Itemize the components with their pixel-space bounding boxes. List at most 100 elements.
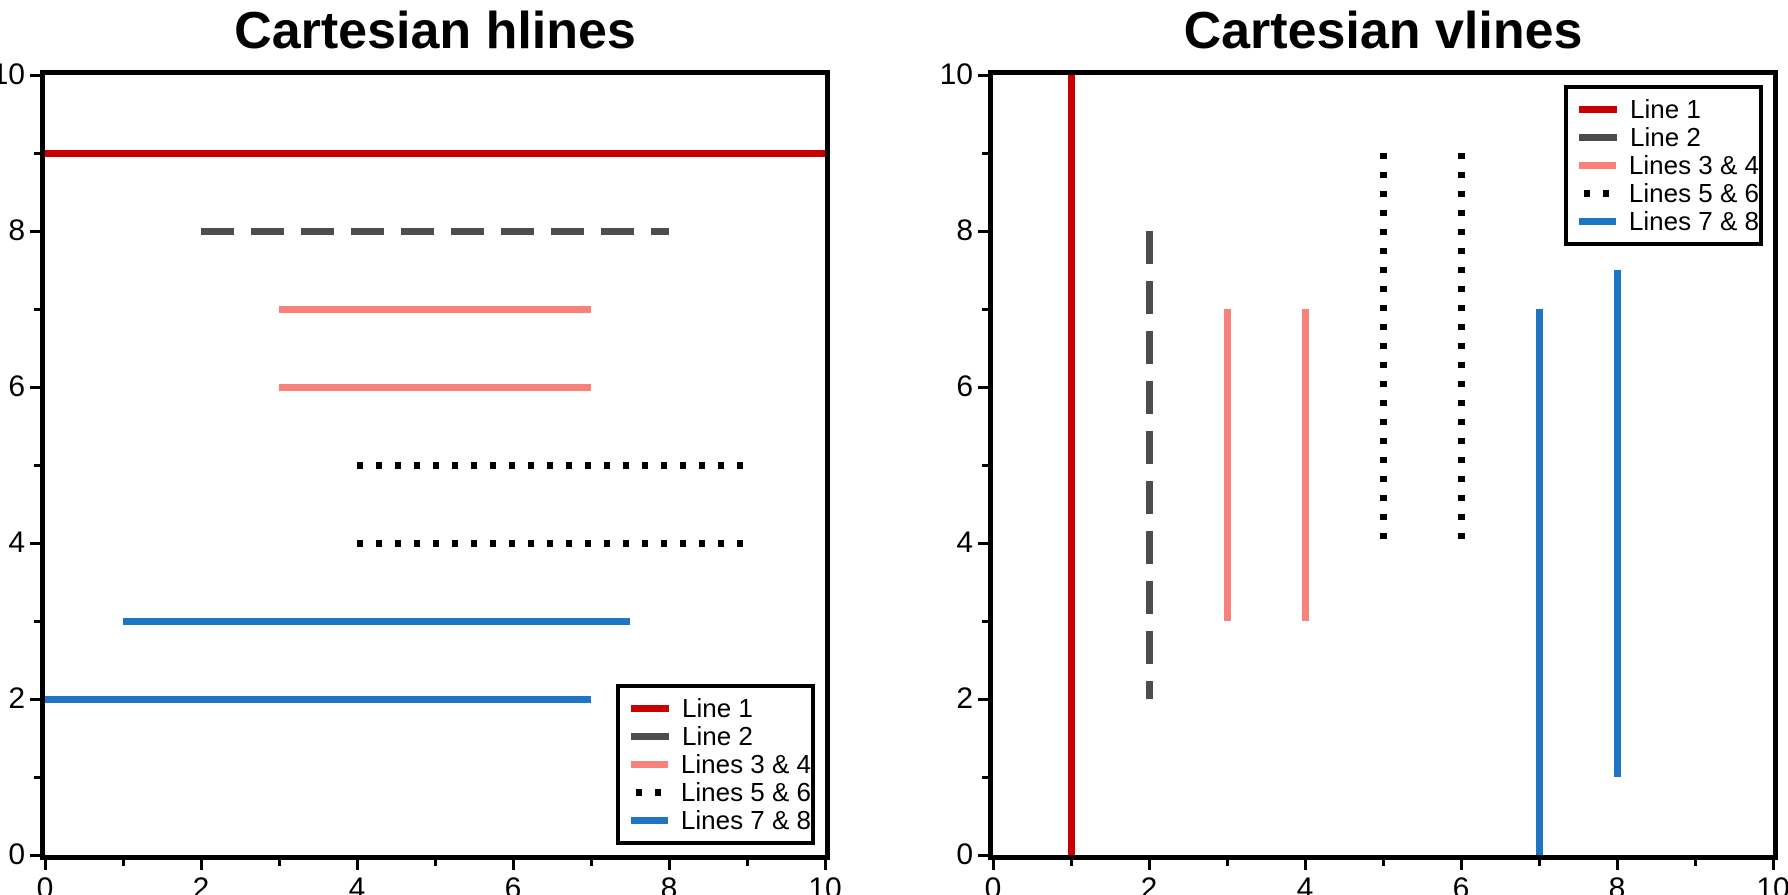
y-major-tick <box>978 385 988 389</box>
hline-segment-solid <box>279 383 591 391</box>
x-tick-label: 10 <box>808 872 842 895</box>
y-tick-label: 4 <box>956 526 973 559</box>
legend-swatch-solid <box>1579 162 1616 169</box>
legend-entry: Line 2 <box>620 723 811 750</box>
legend-entry: Lines 5 & 6 <box>1568 180 1759 207</box>
hline-segment-solid <box>45 695 591 703</box>
x-major-tick <box>1303 860 1307 870</box>
legend-entry-label: Lines 3 & 4 <box>680 749 811 779</box>
legend-entry-label: Line 2 <box>1630 122 1701 152</box>
hline-segment-dashed <box>201 227 669 235</box>
x-minor-tick <box>433 860 437 866</box>
hline-segment-solid <box>279 305 591 313</box>
vline-segment-solid <box>1223 309 1231 621</box>
x-tick-label: 6 <box>1452 872 1470 895</box>
x-minor-tick <box>589 860 593 866</box>
x-minor-tick <box>1069 860 1073 866</box>
legend-swatch-solid <box>1579 218 1616 225</box>
y-major-tick <box>30 385 40 389</box>
y-minor-tick <box>34 307 40 311</box>
legend-entry-label: Line 1 <box>1630 94 1701 124</box>
y-minor-tick <box>34 619 40 623</box>
vline-segment-dashed <box>1145 231 1153 699</box>
legend-swatch-solid <box>1579 106 1617 113</box>
y-tick-label: 2 <box>956 682 973 715</box>
legend-entry: Line 1 <box>620 695 811 722</box>
x-major-tick <box>1771 860 1775 870</box>
vline-segment-dotted <box>1457 153 1465 543</box>
x-tick-label: 2 <box>1140 872 1158 895</box>
x-minor-tick <box>277 860 281 866</box>
legend-swatch-solid <box>631 705 669 712</box>
legend-swatch-solid <box>631 761 668 768</box>
y-major-tick <box>30 229 40 233</box>
hline-segment-solid <box>123 617 630 625</box>
vline-segment-solid <box>1067 75 1075 855</box>
legend-entry-label: Lines 7 & 8 <box>680 805 811 835</box>
x-tick-label: 4 <box>1296 872 1314 895</box>
y-tick-label: 6 <box>8 370 25 403</box>
y-major-tick <box>30 697 40 701</box>
hline-segment-solid <box>45 149 825 157</box>
legend-entry: Line 2 <box>1568 124 1759 151</box>
legend-swatch-solid <box>631 817 668 824</box>
x-major-tick <box>355 860 359 870</box>
legend-entry: Lines 5 & 6 <box>620 779 811 806</box>
legend-entry-label: Line 2 <box>682 721 753 751</box>
legend-entry: Lines 3 & 4 <box>620 751 811 778</box>
legend-entry: Lines 7 & 8 <box>620 807 811 834</box>
x-major-tick <box>1459 860 1463 870</box>
x-tick-label: 2 <box>192 872 210 895</box>
legend-entry: Line 1 <box>1568 96 1759 123</box>
y-major-tick <box>30 541 40 545</box>
x-minor-tick <box>121 860 125 866</box>
y-minor-tick <box>982 775 988 779</box>
legend-entry-label: Lines 7 & 8 <box>1628 206 1759 236</box>
legend-swatch-dashed <box>1579 134 1617 141</box>
y-tick-label: 10 <box>939 58 973 91</box>
hline-segment-dotted <box>357 539 747 547</box>
y-tick-label: 0 <box>956 838 973 871</box>
x-tick-label: 8 <box>660 872 678 895</box>
y-tick-label: 10 <box>0 58 25 91</box>
y-minor-tick <box>34 463 40 467</box>
vline-segment-dotted <box>1379 153 1387 543</box>
x-minor-tick <box>745 860 749 866</box>
x-tick-label: 10 <box>1756 872 1788 895</box>
y-minor-tick <box>982 619 988 623</box>
y-tick-label: 8 <box>8 214 25 247</box>
y-tick-label: 4 <box>8 526 25 559</box>
legend-entry: Lines 7 & 8 <box>1568 208 1759 235</box>
y-tick-label: 6 <box>956 370 973 403</box>
x-minor-tick <box>1381 860 1385 866</box>
legend-entry-label: Lines 5 & 6 <box>1628 178 1759 208</box>
y-tick-label: 8 <box>956 214 973 247</box>
x-major-tick <box>823 860 827 870</box>
y-minor-tick <box>982 463 988 467</box>
x-major-tick <box>43 860 47 870</box>
legend-entry-label: Line 1 <box>682 693 753 723</box>
x-major-tick <box>991 860 995 870</box>
legend-swatch-dotted <box>636 789 662 796</box>
x-tick-label: 0 <box>36 872 54 895</box>
x-minor-tick <box>1225 860 1229 866</box>
y-minor-tick <box>34 151 40 155</box>
y-tick-label: 0 <box>8 838 25 871</box>
x-major-tick <box>511 860 515 870</box>
vline-segment-solid <box>1301 309 1309 621</box>
y-major-tick <box>978 541 988 545</box>
x-minor-tick <box>1693 860 1697 866</box>
y-minor-tick <box>982 151 988 155</box>
vline-segment-solid <box>1613 270 1621 777</box>
x-tick-label: 6 <box>504 872 522 895</box>
legend-swatch-dotted <box>1584 190 1610 197</box>
y-major-tick <box>30 73 40 77</box>
legend-swatch-dashed <box>631 733 669 740</box>
legend-entry: Lines 3 & 4 <box>1568 152 1759 179</box>
y-major-tick <box>978 697 988 701</box>
